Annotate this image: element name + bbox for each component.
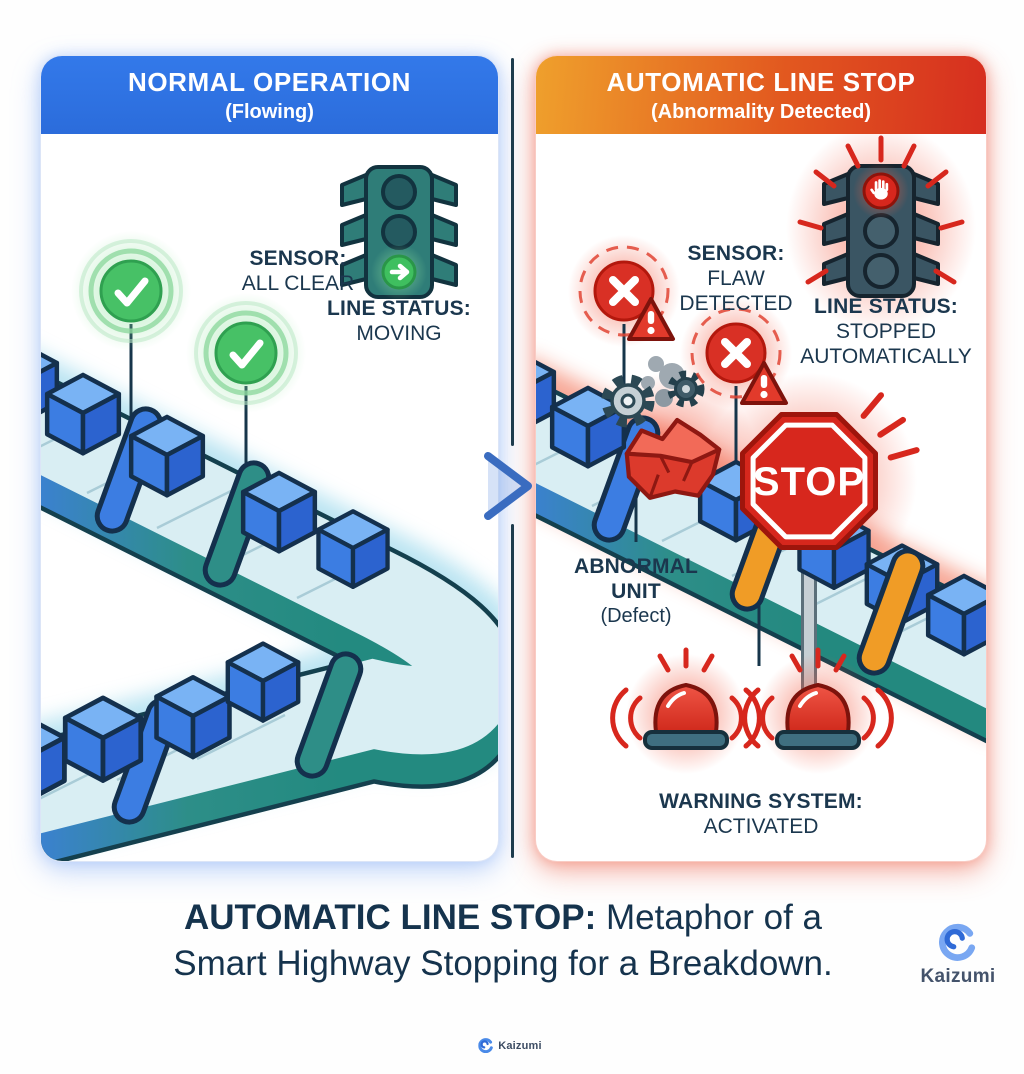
- panel-automatic-line-stop: STOP: [535, 55, 987, 862]
- caption-line1: AUTOMATIC LINE STOP:Metaphor of a: [173, 895, 833, 941]
- warning-value: ACTIVATED: [703, 815, 819, 838]
- conveyor-belt: [41, 371, 498, 861]
- alert-rays: [797, 135, 965, 285]
- caption-line2: Smart Highway Stopping for a Breakdown.: [173, 944, 833, 983]
- sensor-value: FLAW: [707, 267, 765, 290]
- abnormal-title: ABNORMAL: [573, 555, 699, 578]
- panel-normal-operation: NORMAL OPERATION (Flowing) SENSOR: ALL C…: [40, 55, 499, 862]
- traffic-light-red-icon: [822, 163, 940, 298]
- caption-rest: Metaphor of a: [606, 898, 822, 937]
- panel-title: AUTOMATIC LINE STOP: [606, 66, 916, 97]
- conveyor-scene-normal: [41, 165, 498, 861]
- product-cube-icon: [228, 644, 298, 721]
- line-status-value: MOVING: [356, 322, 442, 345]
- panel-subtitle: (Flowing): [225, 100, 314, 123]
- product-cube-icon: [318, 511, 387, 587]
- product-cube-icon: [47, 375, 119, 453]
- warning-system-label: WARNING SYSTEM: ACTIVATED: [659, 789, 863, 839]
- panel-header-normal: NORMAL OPERATION (Flowing): [41, 56, 498, 134]
- green-arrow-icon: [389, 263, 410, 281]
- siren-icon: [613, 650, 760, 774]
- warning-title: WARNING SYSTEM:: [659, 790, 863, 813]
- product-cube-icon: [243, 473, 315, 551]
- product-cube-icon: [131, 417, 203, 495]
- abnormal-title: UNIT: [611, 580, 661, 603]
- emphasis-dashes: [860, 392, 920, 461]
- brand-logo: Kaizumi: [921, 923, 996, 988]
- sensor-value: DETECTED: [679, 292, 793, 315]
- conveyor-scene-stopped: STOP: [536, 123, 986, 861]
- panel-divider-line: [511, 524, 514, 858]
- product-cube-icon: [65, 698, 141, 781]
- caption-lead: AUTOMATIC LINE STOP:: [184, 898, 597, 937]
- panel-title: NORMAL OPERATION: [127, 66, 412, 97]
- stop-hand-icon: [870, 179, 889, 200]
- kaizumi-wave-icon: [478, 1038, 493, 1053]
- kaizumi-wave-icon: [939, 923, 976, 961]
- panel-divider-line: [511, 58, 514, 446]
- line-status-value: STOPPED: [836, 320, 936, 343]
- panel-header-alert: AUTOMATIC LINE STOP (Abnormality Detecte…: [536, 56, 986, 134]
- gear-icon: [667, 370, 705, 408]
- sensor-status-label: SENSOR: FLAW DETECTED: [679, 241, 792, 316]
- gear-icon: [601, 374, 655, 428]
- product-cube-icon: [157, 677, 230, 757]
- line-status-title: LINE STATUS:: [327, 297, 471, 320]
- sensor-label: SENSOR:: [249, 247, 347, 270]
- line-status-value: AUTOMATICALLY: [800, 345, 972, 368]
- panel-subtitle: (Abnormality Detected): [650, 100, 872, 123]
- line-status-label: LINE STATUS: MOVING: [327, 296, 471, 346]
- stop-sign-text: STOP: [753, 460, 865, 504]
- caption: AUTOMATIC LINE STOP:Metaphor of a Smart …: [173, 895, 833, 987]
- footer-brand-name: Kaizumi: [498, 1039, 542, 1052]
- traffic-light-green-icon: [340, 165, 458, 300]
- transition-chevron-icon: [484, 452, 532, 520]
- sensor-status-label: SENSOR: ALL CLEAR: [242, 246, 354, 296]
- line-status-label: LINE STATUS: STOPPED AUTOMATICALLY: [800, 294, 972, 369]
- defect-unit-icon: [601, 356, 722, 500]
- line-status-title: LINE STATUS:: [814, 295, 958, 318]
- abnormal-unit-label: ABNORMAL UNIT (Defect): [574, 554, 698, 629]
- footer-logo: Kaizumi: [478, 1038, 542, 1053]
- brand-name: Kaizumi: [920, 966, 996, 987]
- abnormal-sub: (Defect): [600, 605, 672, 627]
- stop-sign-icon: STOP: [740, 412, 878, 550]
- sensor-value: ALL CLEAR: [241, 272, 355, 295]
- sensor-label: SENSOR:: [687, 242, 785, 265]
